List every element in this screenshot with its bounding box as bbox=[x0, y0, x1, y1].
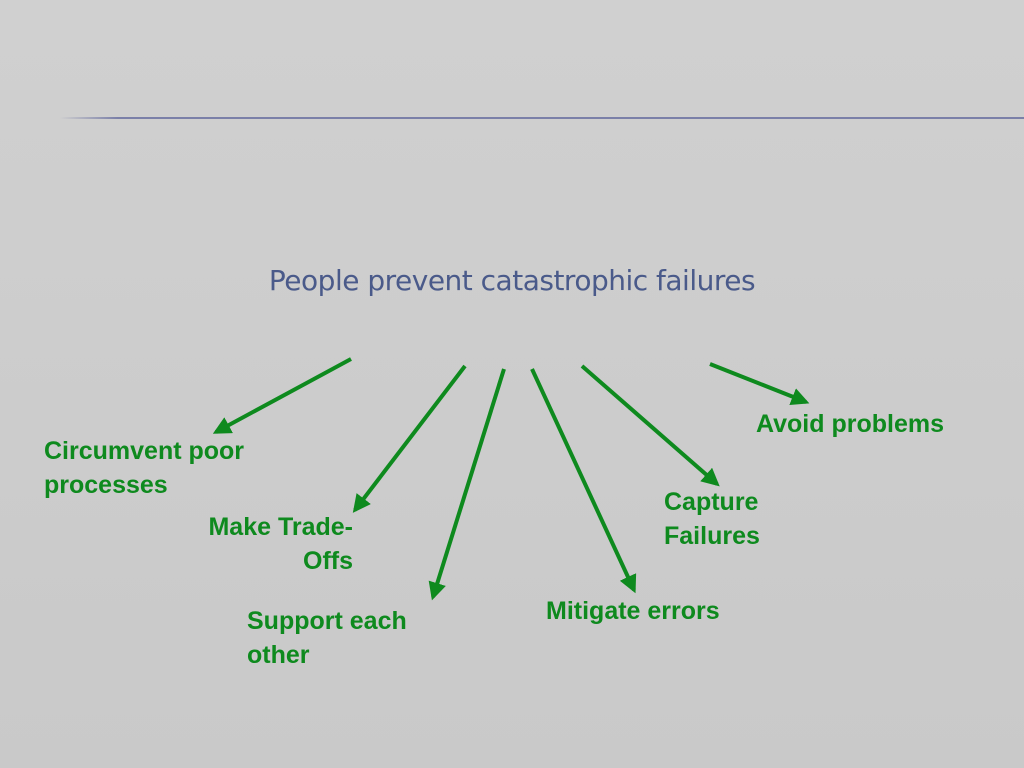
arrow-circumvent bbox=[212, 357, 352, 434]
label-avoid-problems: Avoid problems bbox=[756, 410, 944, 438]
arrow-tradeoffs bbox=[352, 364, 467, 513]
arrow-avoid bbox=[709, 362, 810, 406]
label-make-trade-offs: Make Trade- Offs bbox=[208, 513, 353, 575]
arrow-mitigate bbox=[530, 368, 637, 594]
label-capture-failures: Capture Failures bbox=[664, 488, 760, 550]
label-circumvent-poor-processes: Circumvent poor processes bbox=[44, 437, 245, 499]
label-support-each-other: Support each other bbox=[247, 607, 407, 669]
divider-line bbox=[60, 117, 1024, 119]
arrow-capture bbox=[580, 364, 720, 487]
label-mitigate-errors: Mitigate errors bbox=[546, 597, 720, 625]
slide-title: People prevent catastrophic failures bbox=[268, 264, 756, 297]
arrow-support bbox=[428, 368, 506, 601]
